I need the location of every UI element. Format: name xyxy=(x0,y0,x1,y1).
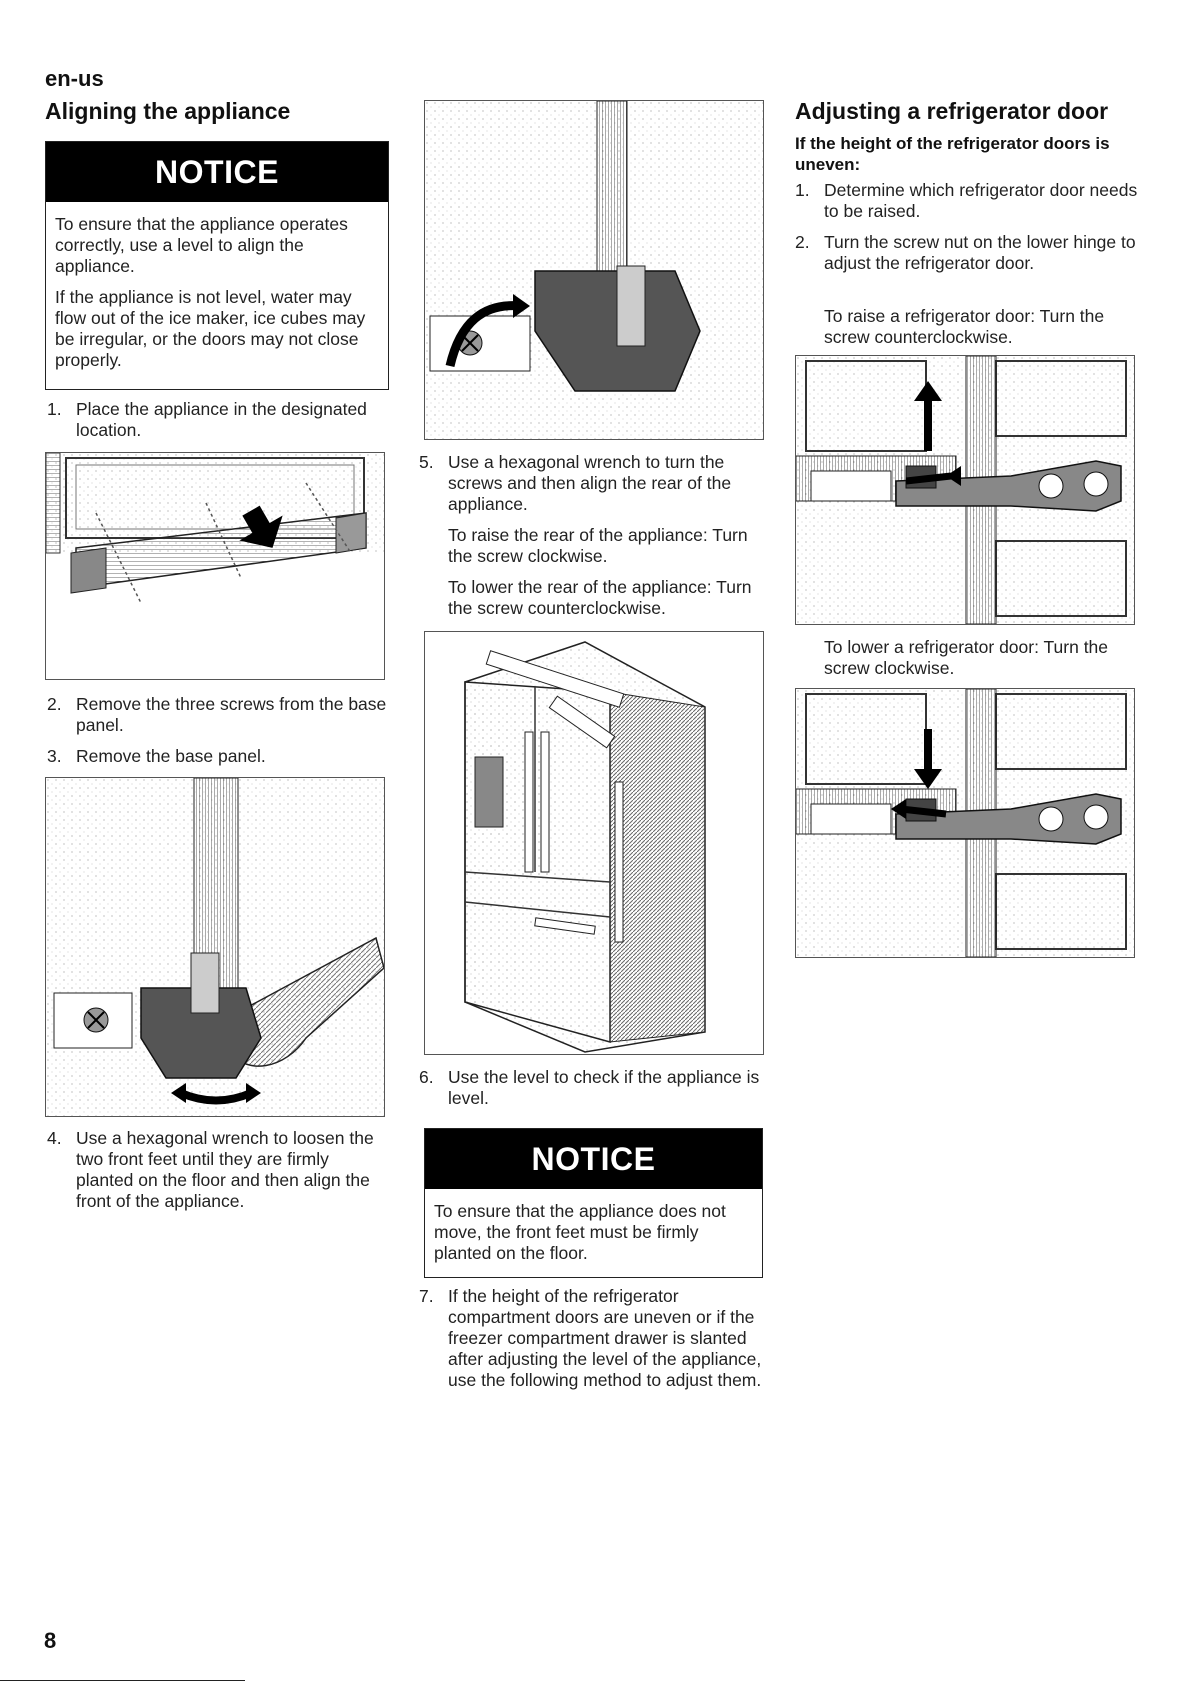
step-text: Remove the three screws from the base pa… xyxy=(76,694,387,735)
notice-box-1: NOTICE To ensure that the appliance oper… xyxy=(45,141,389,390)
step-number: 2. xyxy=(795,232,810,252)
raise-door-instruction: To raise a refrigerator door: Turn the s… xyxy=(824,306,1105,347)
notice-text: To ensure that the appliance does not mo… xyxy=(425,1189,762,1280)
right-step-1: 1. Determine which refrigerator door nee… xyxy=(795,180,1140,222)
step-instruction: Use a hexagonal wrench to turn the screw… xyxy=(448,452,732,514)
step-5: 5. Use a hexagonal wrench to turn the sc… xyxy=(419,452,764,629)
subheading-uneven-doors: If the height of the refrigerator doors … xyxy=(795,134,1110,174)
step-text: Use a hexagonal wrench to loosen the two… xyxy=(76,1128,374,1211)
notice-paragraph: If the appliance is not level, water may… xyxy=(55,287,366,370)
step-number: 5. xyxy=(419,452,434,472)
step-text: Turn the screw nut on the lower hinge to… xyxy=(824,232,1136,273)
page-number: 8 xyxy=(44,1628,57,1653)
section-title-aligning: Aligning the appliance xyxy=(45,98,291,124)
right-step-2: 2. Turn the screw nut on the lower hinge… xyxy=(795,232,1140,274)
figure-base-panel xyxy=(45,452,385,680)
figure-hinge-raise xyxy=(795,355,1135,625)
section-title-adjusting: Adjusting a refrigerator door xyxy=(795,98,1109,124)
step-1: 1. Place the appliance in the designated… xyxy=(47,399,387,441)
step-number: 1. xyxy=(47,399,62,419)
step-7: 7. If the height of the refrigerator com… xyxy=(419,1286,764,1391)
notice-label: NOTICE xyxy=(46,142,388,202)
step-text: Use a hexagonal wrench to turn the screw… xyxy=(448,452,764,619)
step-number: 2. xyxy=(47,694,62,714)
lower-instruction: To lower the rear of the appliance: Turn… xyxy=(448,577,752,618)
figure-refrigerator-level xyxy=(424,631,764,1055)
notice-text: To ensure that the appliance operates co… xyxy=(46,202,388,387)
step-number: 3. xyxy=(47,746,62,766)
raise-instruction: To raise the rear of the appliance: Turn… xyxy=(448,525,748,566)
step-number: 1. xyxy=(795,180,810,200)
footer-divider xyxy=(0,1680,245,1681)
notice-paragraph: To ensure that the appliance operates co… xyxy=(55,214,348,276)
step-text: Place the appliance in the designated lo… xyxy=(76,399,367,440)
step-3: 3. Remove the base panel. xyxy=(47,746,387,767)
language-code: en-us xyxy=(45,66,104,91)
step-text: Use the level to check if the appliance … xyxy=(448,1067,760,1108)
step-6: 6. Use the level to check if the applian… xyxy=(419,1067,764,1109)
figure-rear-foot xyxy=(424,100,764,440)
lower-door-instruction: To lower a refrigerator door: Turn the s… xyxy=(824,637,1109,678)
notice-label: NOTICE xyxy=(425,1129,762,1189)
notice-box-2: NOTICE To ensure that the appliance does… xyxy=(424,1128,763,1278)
figure-front-foot-wrench xyxy=(45,777,385,1117)
step-2: 2. Remove the three screws from the base… xyxy=(47,694,387,736)
step-number: 7. xyxy=(419,1286,434,1306)
notice-paragraph: To ensure that the appliance does not mo… xyxy=(434,1201,726,1263)
figure-hinge-lower xyxy=(795,688,1135,958)
step-number: 6. xyxy=(419,1067,434,1087)
step-number: 4. xyxy=(47,1128,62,1148)
step-text: If the height of the refrigerator compar… xyxy=(448,1286,762,1390)
step-text: Remove the base panel. xyxy=(76,746,266,766)
step-text: Determine which refrigerator door needs … xyxy=(824,180,1138,221)
step-4: 4. Use a hexagonal wrench to loosen the … xyxy=(47,1128,387,1212)
